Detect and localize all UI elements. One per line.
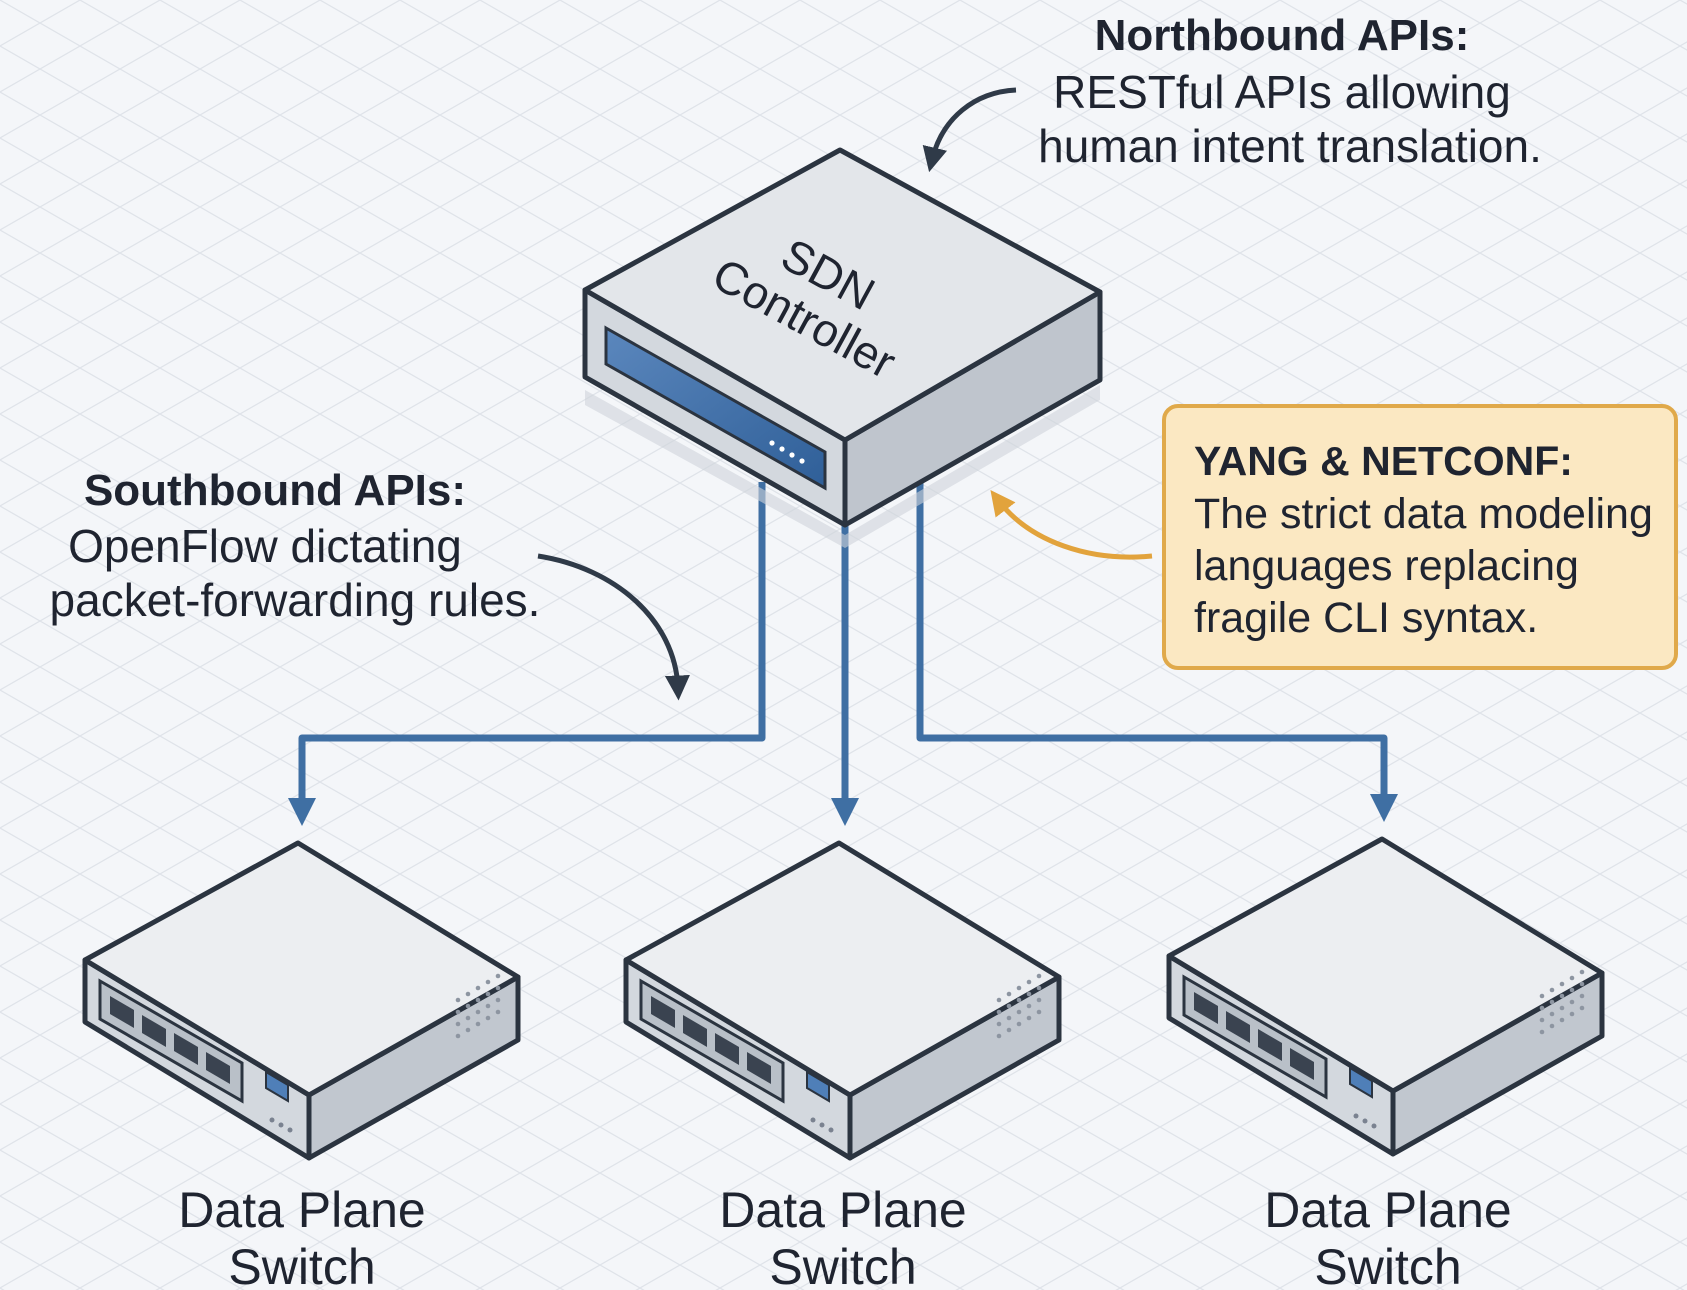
data-plane-switch-3 <box>1166 836 1605 1157</box>
switch-1-label-line1: Data Plane <box>178 1182 425 1238</box>
southbound-arrow <box>537 553 690 701</box>
yang-arrow <box>990 490 1153 560</box>
southbound-connectors <box>288 482 1398 826</box>
northbound-annotation: Northbound APIs: RESTful APIs allowing h… <box>922 11 1542 173</box>
sdn-controller: SDN Controller <box>582 147 1103 548</box>
switch-labels: Data Plane Switch Data Plane Switch Data… <box>178 1182 1511 1290</box>
southbound-annotation: Southbound APIs: OpenFlow dictating pack… <box>50 466 690 701</box>
callout-box <box>1162 404 1678 670</box>
data-plane-switch-1 <box>82 840 521 1161</box>
connector-left <box>288 482 766 826</box>
northbound-line2: human intent translation. <box>1038 120 1542 172</box>
northbound-title: Northbound APIs: <box>1095 11 1470 60</box>
switch-3-label-line2: Switch <box>1314 1239 1461 1290</box>
connector-right <box>916 482 1398 822</box>
southbound-line1: OpenFlow dictating <box>68 520 462 572</box>
controller-status-leds <box>769 440 805 464</box>
yang-line2: languages replacing <box>1194 542 1579 590</box>
southbound-line2: packet-forwarding rules. <box>50 574 541 626</box>
switch-3-label-line1: Data Plane <box>1264 1182 1511 1238</box>
controller-display <box>604 325 827 491</box>
yang-line3: fragile CLI syntax. <box>1194 594 1538 642</box>
northbound-line1: RESTful APIs allowing <box>1053 66 1511 118</box>
switch-2-label-line1: Data Plane <box>719 1182 966 1238</box>
northbound-arrow <box>922 87 1017 173</box>
data-plane-switch-2 <box>623 840 1062 1161</box>
switch-1-label-line2: Switch <box>228 1239 375 1290</box>
yang-title: YANG & NETCONF: <box>1194 438 1573 484</box>
switch-2-label-line2: Switch <box>769 1239 916 1290</box>
yang-line1: The strict data modeling <box>1194 490 1653 538</box>
southbound-title: Southbound APIs: <box>84 466 466 515</box>
controller-top-face <box>582 147 1103 443</box>
yang-netconf-callout: YANG & NETCONF: The strict data modeling… <box>990 404 1678 670</box>
